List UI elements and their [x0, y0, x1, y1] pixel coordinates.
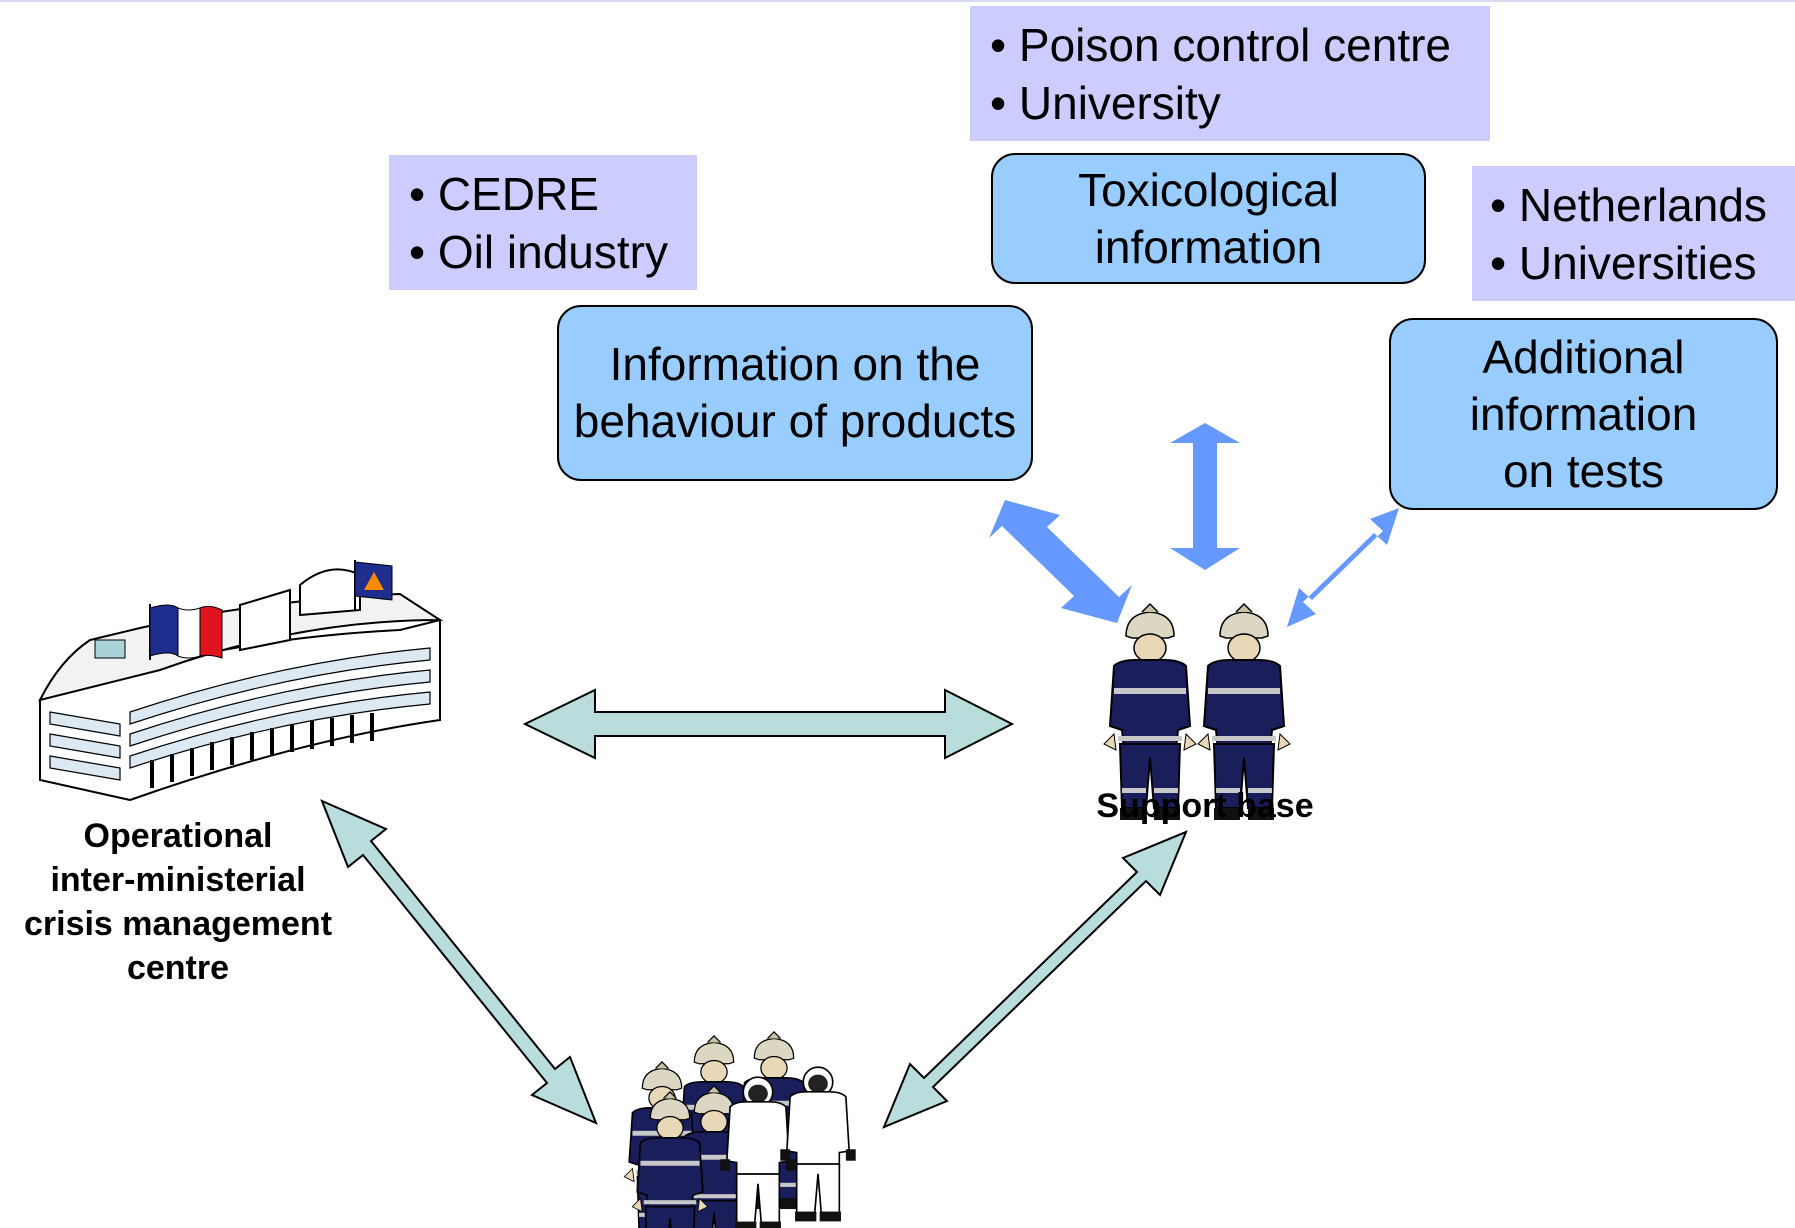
- info-box-label: Toxicological information: [1078, 163, 1339, 273]
- source-list-toxicology: • Poison control centre • University: [970, 6, 1490, 141]
- info-box-toxicology: Toxicological information: [991, 153, 1426, 284]
- source-item: • Universities: [1490, 237, 1757, 289]
- caption-support-base: Support base: [1096, 787, 1314, 825]
- source-item: • Poison control centre: [990, 19, 1452, 71]
- source-item: • Netherlands: [1490, 179, 1767, 231]
- link-arrow-centre-field: [320, 799, 598, 1125]
- crisis-centre-building-illustration: [38, 560, 444, 802]
- source-item: • CEDRE: [409, 168, 599, 220]
- info-arrow-toxicology: [1170, 423, 1240, 570]
- source-item: • Oil industry: [409, 226, 668, 278]
- info-arrow-behaviour: [989, 500, 1132, 623]
- info-box-behaviour: Information on the behaviour of products: [557, 305, 1033, 481]
- link-arrow-support-field: [882, 830, 1188, 1129]
- field-team-illustration: [623, 1031, 857, 1228]
- caption-crisis-centre: Operational inter-ministerial crisis man…: [23, 817, 333, 987]
- source-list-tests: • Netherlands • Universities: [1472, 166, 1795, 301]
- top-rule: [0, 0, 1795, 2]
- info-box-label: Additional information on tests: [1469, 330, 1698, 497]
- info-box-label: Information on the behaviour of products: [573, 338, 1017, 447]
- info-arrow-tests: [1287, 508, 1399, 627]
- info-box-tests: Additional information on tests: [1389, 318, 1778, 510]
- source-list-behaviour: • CEDRE • Oil industry: [389, 155, 697, 290]
- link-arrow-centre-support: [522, 688, 1015, 760]
- source-item: • University: [990, 77, 1221, 129]
